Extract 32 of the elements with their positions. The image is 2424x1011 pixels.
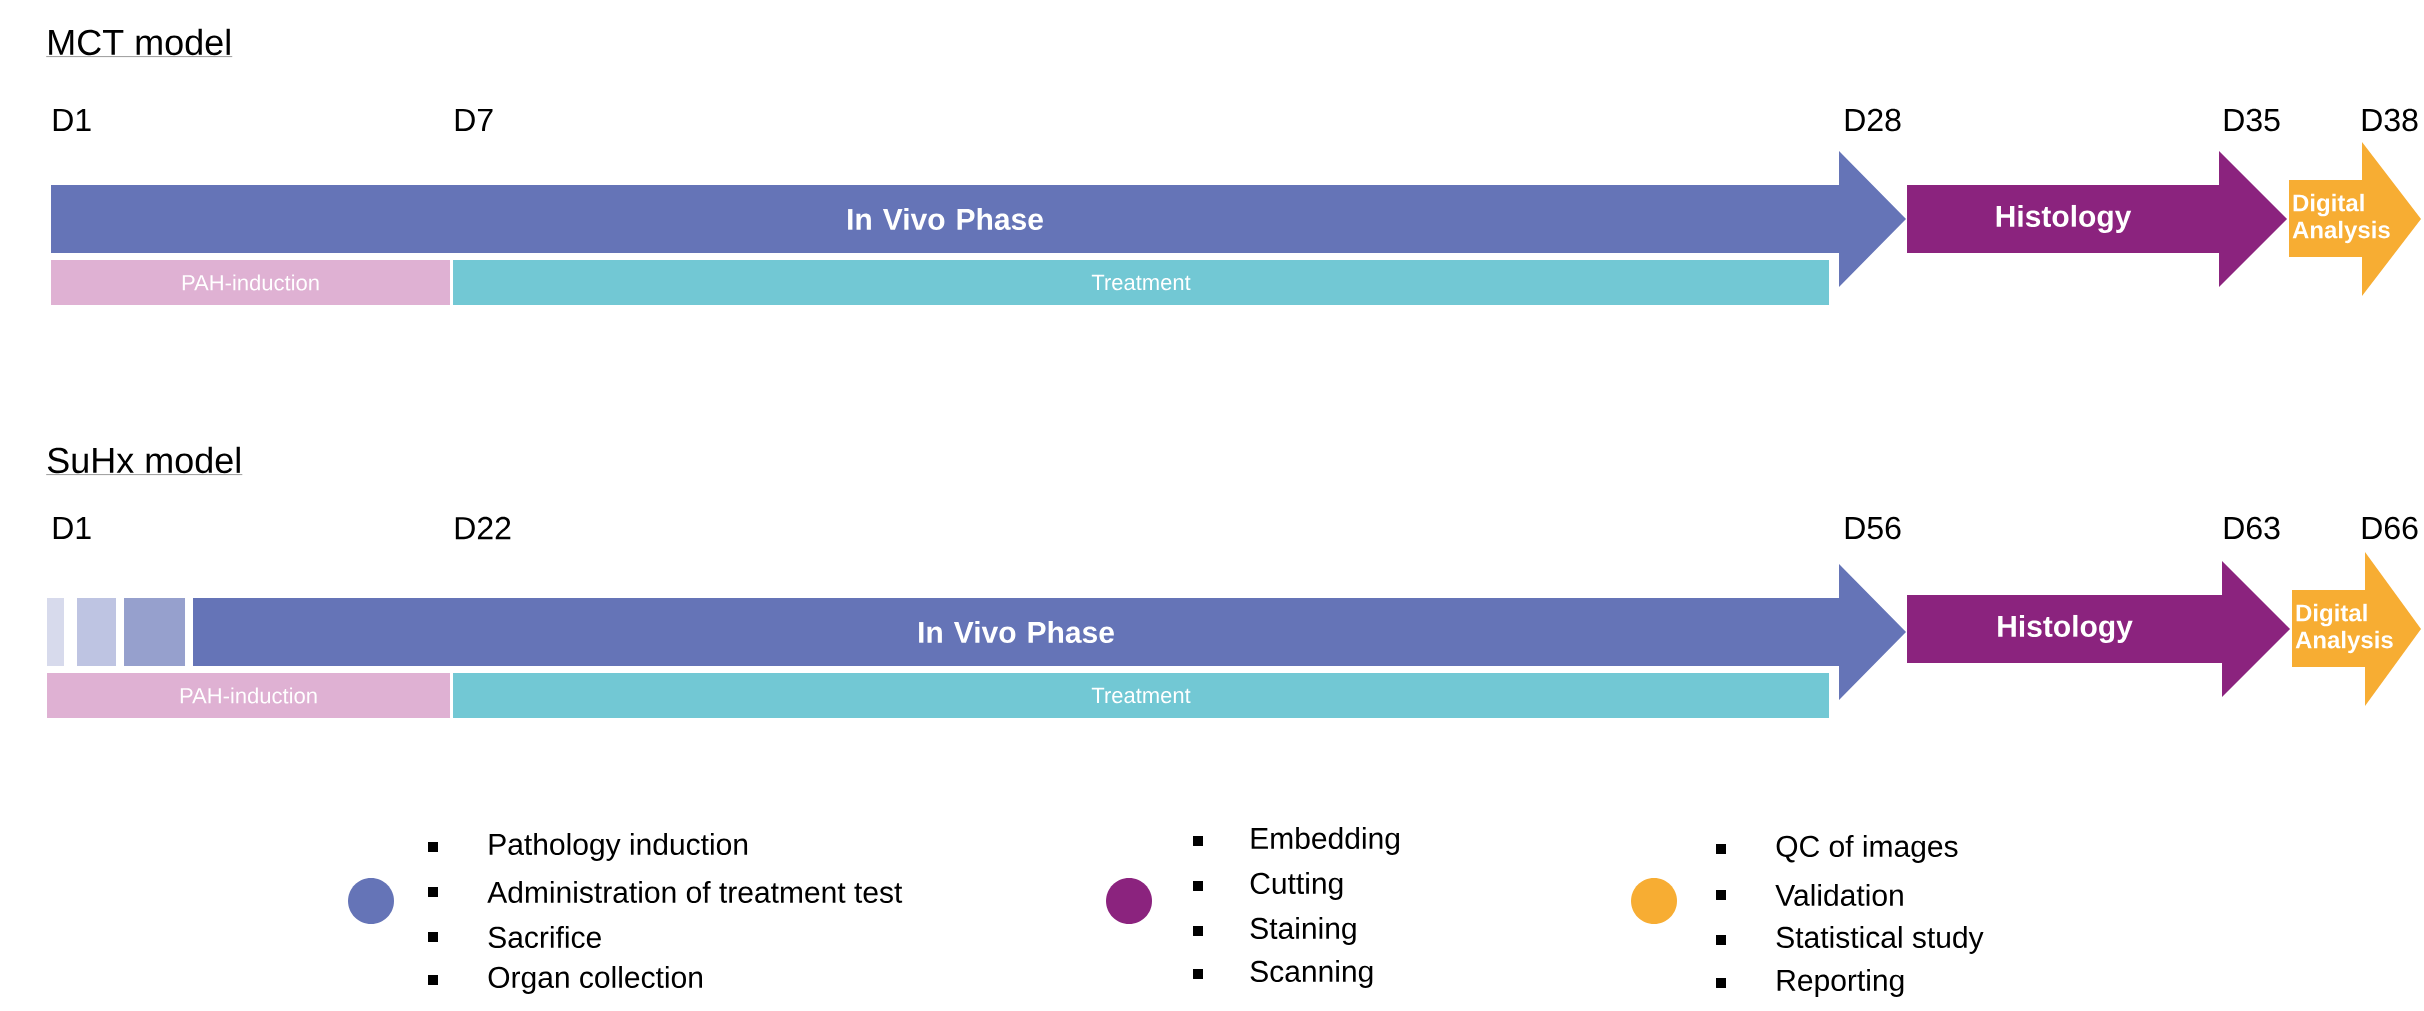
legend-item: Organ collection xyxy=(488,966,702,994)
legend-item: Sacrifice xyxy=(488,925,601,948)
period-bar xyxy=(47,598,64,666)
period-bar xyxy=(124,598,185,666)
day-label: D35 xyxy=(2224,108,2280,132)
legend-item: Embedding xyxy=(1251,827,1400,855)
day-label: D63 xyxy=(2224,516,2280,540)
legend-item: Scanning xyxy=(1250,960,1373,988)
period-bar: Treatment xyxy=(453,673,1829,718)
legend-item: QC of images xyxy=(1776,835,1958,863)
legend-item: Staining xyxy=(1250,917,1356,945)
phase-block: Digital Analysis xyxy=(2289,142,2421,296)
day-label: D28 xyxy=(1845,108,1901,132)
legend-item: Cutting xyxy=(1250,872,1343,900)
model-title: SuHx model xyxy=(46,446,243,475)
day-label: D38 xyxy=(2362,108,2418,132)
period-bar: Treatment xyxy=(453,260,1829,305)
period-bar xyxy=(77,598,116,666)
phase-block: Histology xyxy=(1907,151,2287,287)
day-label: D66 xyxy=(2362,516,2418,540)
legend-item: Administration of treatment test xyxy=(487,880,903,903)
phase-block: Histology xyxy=(1907,561,2290,697)
legend-item: Pathology induction xyxy=(489,833,748,861)
model-title: MCT model xyxy=(46,28,233,57)
phase-block: Digital Analysis xyxy=(2292,552,2421,706)
day-label: D56 xyxy=(1845,516,1901,540)
legend-item: Reporting xyxy=(1777,969,1904,997)
period-bar: PAH-induction xyxy=(51,260,450,305)
legend-item: Statistical study xyxy=(1776,926,1984,954)
legend-item: Validation xyxy=(1775,883,1903,906)
day-label: D1 xyxy=(53,517,91,539)
period-bar: PAH-induction xyxy=(47,673,450,718)
